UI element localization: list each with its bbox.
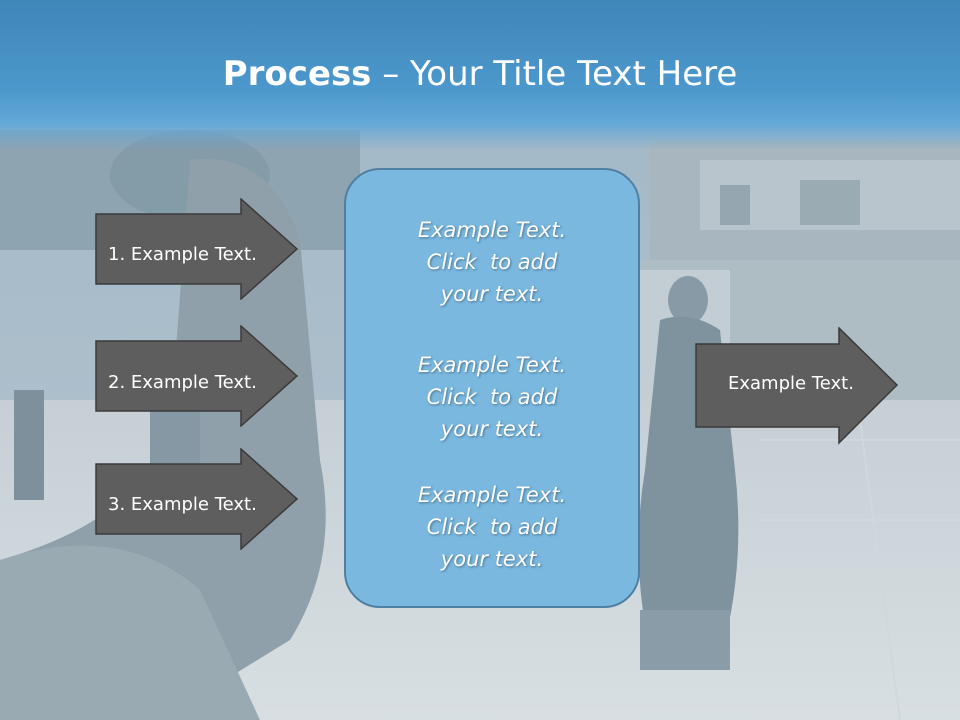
arrow-right-icon — [695, 327, 899, 445]
center-text-box[interactable]: Example Text. Click to add your text. Ex… — [344, 168, 640, 608]
center-block-3-line-2: Click to add — [426, 515, 558, 539]
center-block-3-line-3: your text. — [440, 547, 544, 571]
left-arrow-3[interactable]: 3. Example Text. — [95, 448, 300, 550]
left-arrow-3-label: 3. Example Text. — [108, 494, 257, 515]
left-arrow-2-label: 2. Example Text. — [108, 372, 257, 393]
center-block-2-line-2: Click to add — [426, 385, 558, 409]
right-arrow[interactable]: Example Text. — [695, 327, 900, 445]
center-block-1-line-3: your text. — [440, 282, 544, 306]
title-rest: – Your Title Text Here — [371, 54, 738, 94]
left-arrow-1-label: 1. Example Text. — [108, 244, 257, 265]
center-block-3: Example Text. Click to add your text. — [346, 479, 638, 575]
arrow-right-icon — [95, 448, 299, 550]
arrow-right-icon — [95, 325, 299, 427]
center-block-3-line-1: Example Text. — [417, 483, 567, 507]
title-bold: Process — [222, 54, 372, 94]
header-band — [0, 0, 960, 150]
left-arrow-1[interactable]: 1. Example Text. — [95, 198, 300, 300]
center-block-2-line-1: Example Text. — [417, 353, 567, 377]
center-block-2: Example Text. Click to add your text. — [346, 349, 638, 445]
center-block-1-line-1: Example Text. — [417, 218, 567, 242]
center-block-1-line-2: Click to add — [426, 250, 558, 274]
arrow-right-icon — [95, 198, 299, 300]
center-block-1: Example Text. Click to add your text. — [346, 214, 638, 310]
slide-title: Process – Your Title Text Here — [0, 50, 960, 98]
left-arrow-2[interactable]: 2. Example Text. — [95, 325, 300, 427]
center-block-2-line-3: your text. — [440, 417, 544, 441]
right-arrow-label: Example Text. — [728, 373, 854, 394]
